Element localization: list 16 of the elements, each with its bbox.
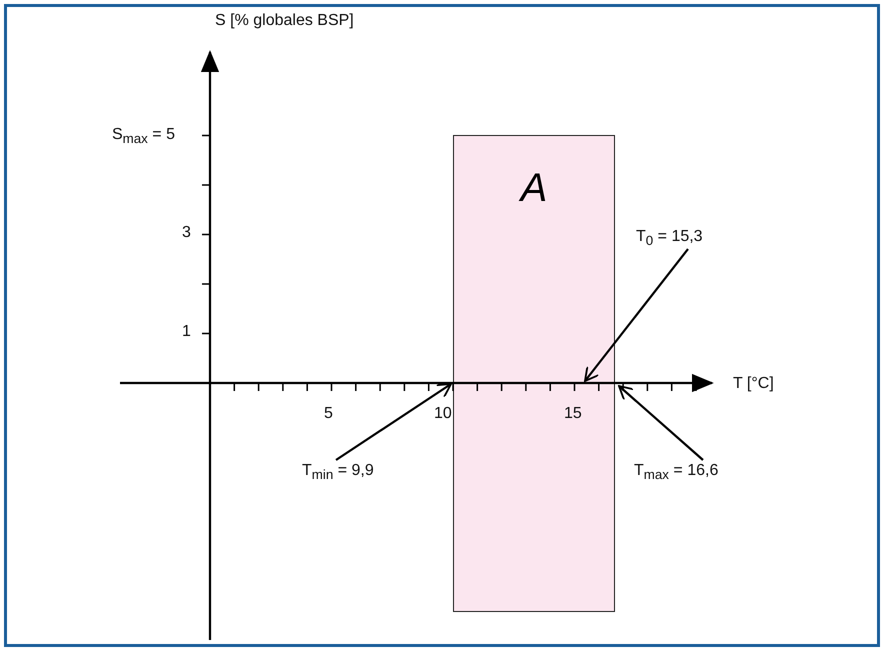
tick-label: 1 [182, 323, 191, 341]
axis-title: T [°C] [733, 375, 774, 393]
tick-label: S$_{max}$ = 5 [112, 126, 175, 148]
tick-label: 10 [434, 405, 452, 423]
shaded-region [453, 135, 615, 612]
callout-label: T$_{min}$ = 9,9 [302, 462, 374, 484]
leader-arrow [618, 385, 704, 461]
tick-label: 5 [324, 405, 333, 423]
tick-label: 15 [564, 405, 582, 423]
axis-title: S [% globales BSP] [215, 12, 354, 30]
tick-label: 3 [182, 224, 191, 242]
region-letter: A [518, 166, 548, 210]
leader-arrow [335, 383, 452, 461]
leader-arrow [584, 248, 689, 382]
callout-label: T$_{0}$ = 15,3 [636, 228, 703, 250]
callout-label: T$_{max}$ = 16,6 [634, 462, 718, 484]
